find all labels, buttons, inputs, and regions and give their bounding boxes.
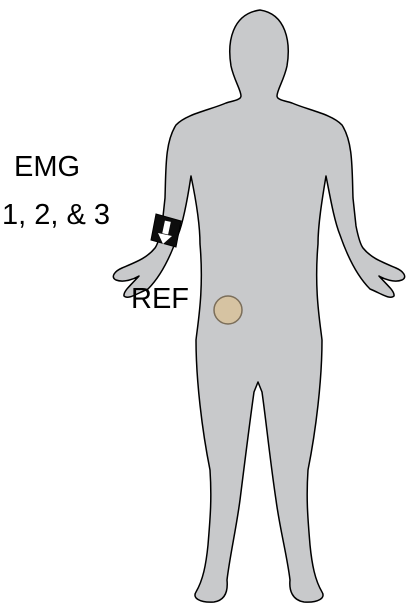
- ref-electrode: [214, 296, 242, 324]
- emg-label-line1: EMG: [14, 151, 80, 183]
- ref-label: REF: [131, 283, 189, 315]
- emg-label-line2: 1, 2, & 3: [2, 199, 110, 231]
